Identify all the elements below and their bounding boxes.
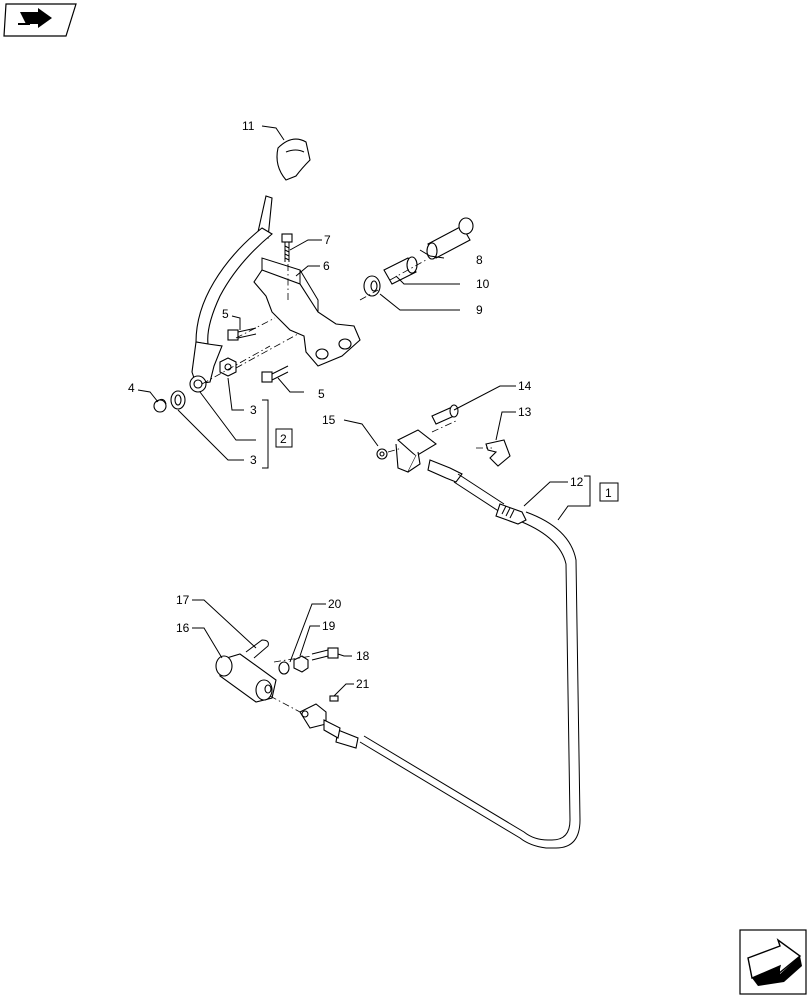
callout-19: 19: [322, 619, 336, 633]
bushing: [383, 256, 418, 285]
pin: [329, 695, 339, 702]
group-box-2: 2: [275, 428, 293, 448]
cable-clip: [485, 439, 511, 467]
callout-9: 9: [476, 303, 483, 317]
callout-20: 20: [328, 597, 342, 611]
callout-7: 7: [324, 233, 331, 247]
swivel-joint: [215, 653, 277, 703]
callout-10: 10: [476, 277, 490, 291]
callout-3-lower: 3: [250, 453, 257, 467]
lever-knob: [276, 138, 311, 181]
clevis: [395, 429, 437, 473]
clevis-pin: [431, 404, 459, 425]
book-arrow-icon[interactable]: [3, 3, 77, 37]
callout-13: 13: [518, 405, 532, 419]
callout-17: 17: [176, 593, 190, 607]
callout-8: 8: [476, 253, 483, 267]
callout-16: 16: [176, 621, 190, 635]
callout-4: 4: [128, 381, 135, 395]
clip: [153, 398, 167, 413]
bolt: [227, 327, 257, 341]
washer: [278, 661, 290, 675]
cotter-pin: [245, 639, 269, 659]
pivot-pin: [426, 217, 474, 260]
callout-5-upper: 5: [222, 307, 229, 321]
callout-12: 12: [570, 475, 584, 489]
callout-3-upper: 3: [250, 403, 257, 417]
cable-end-fitting: [299, 703, 341, 739]
callout-6: 6: [323, 259, 330, 273]
callout-18: 18: [356, 649, 370, 663]
control-cable: [335, 459, 581, 849]
callout-15: 15: [322, 413, 336, 427]
bolt: [281, 233, 293, 262]
callout-11: 11: [242, 119, 255, 133]
callout-14: 14: [518, 379, 532, 393]
callout-1: 1: [605, 486, 612, 500]
nut: [219, 357, 237, 377]
washer: [363, 275, 381, 297]
nut: [293, 655, 309, 673]
callout-21: 21: [356, 677, 370, 691]
clevis-washer: [376, 448, 388, 460]
washer: [170, 390, 186, 410]
bolt: [261, 365, 289, 383]
group-box-1: 1: [599, 482, 619, 502]
next-page-arrow-icon[interactable]: [739, 929, 807, 995]
lever-bracket: [253, 257, 361, 367]
bolt: [311, 647, 339, 661]
gear-lever: [189, 195, 273, 393]
callout-2: 2: [280, 432, 287, 446]
callout-5-lower: 5: [318, 387, 325, 401]
